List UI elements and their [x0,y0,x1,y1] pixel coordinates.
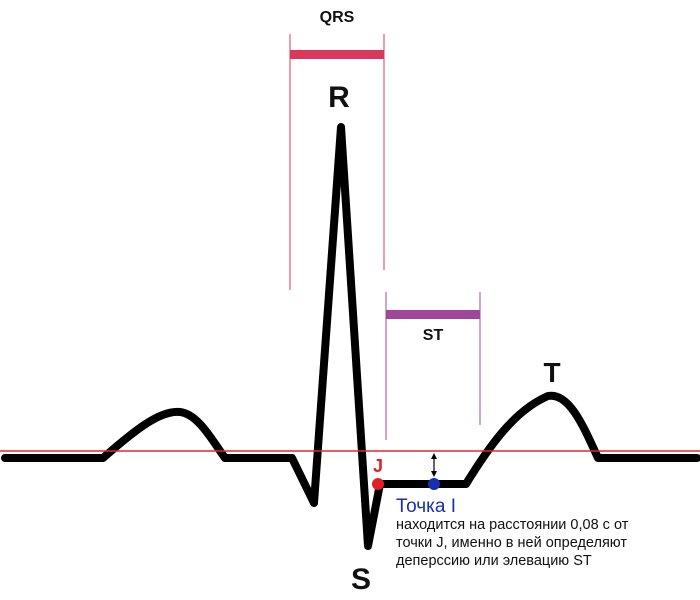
description-line: деперссию или элевацию ST [396,553,592,569]
s-wave-label: S [351,563,371,596]
r-wave-label: R [328,81,350,114]
ecg-waveform [1,123,700,550]
st-segment-marker [385,292,481,440]
j-point-label: J [373,456,383,476]
point-i-marker [428,478,440,490]
st-deviation-arrow [431,453,437,477]
point-i-label: Точка I [396,496,456,517]
point-j-marker [372,478,384,490]
qrs-interval-marker [289,34,385,290]
point-i-description: находится на расстоянии 0,08 с от точки … [396,516,696,570]
description-line: точки J, именно в ней определяют [396,535,628,551]
st-label: ST [423,327,444,344]
t-wave-label: T [543,357,560,388]
qrs-label: QRS [320,9,355,26]
description-line: находится на расстоянии 0,08 с от [396,517,629,533]
